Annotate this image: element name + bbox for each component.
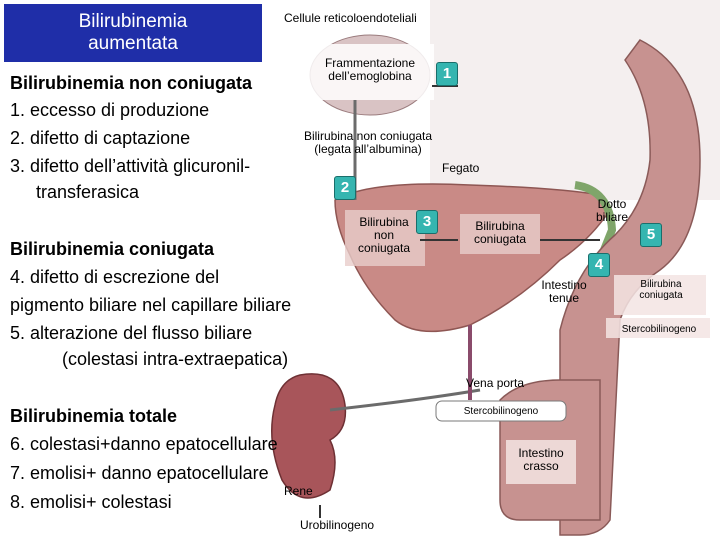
cause-4-line-2: pigmento biliare nel capillare biliare — [10, 295, 292, 315]
right-label-area-2 — [606, 318, 710, 338]
label-large-intestine-line-1: Intestino — [518, 446, 564, 460]
step-badge-1: 1 — [436, 62, 458, 86]
title-box: Bilirubinemia aumentata — [4, 4, 262, 62]
label-bilirubin-conjugated-line-1: Bilirubina — [475, 219, 525, 233]
title-line-2: aumentata — [88, 33, 178, 54]
label-bilirubin-non-conjugated-line-2: non — [373, 228, 395, 242]
label-bilirubin-non-conjugated-line-3: coniugata — [357, 241, 411, 255]
cause-4-line-1: 4. difetto di escrezione del — [10, 267, 220, 287]
cause-3-line-1: 3. difetto dell’attività glicuronil- — [10, 156, 251, 176]
liver-label-area-right — [460, 214, 540, 254]
right-label-area-1 — [614, 275, 706, 315]
kidney-shape — [271, 373, 347, 499]
cause-6: 6. colestasi+danno epatocellulare — [10, 434, 278, 454]
step-badge-5: 5 — [640, 223, 662, 247]
cause-8: 8. emolisi+ colestasi — [10, 492, 172, 512]
label-large-intestine: Intestino crasso — [508, 447, 574, 473]
bile-duct-shape — [574, 181, 617, 252]
conjugated-heading: Bilirubinemia coniugata — [10, 239, 215, 259]
cause-1: 1. eccesso di produzione — [10, 100, 210, 120]
label-bilirubin-conjugated-right-line-1: Bilirubina — [640, 279, 682, 290]
cause-2: 2. difetto di captazione — [10, 128, 191, 148]
large-intestine-label-area — [506, 440, 576, 484]
cause-5-line-1: 5. alterazione del flusso biliare — [10, 323, 253, 343]
label-bilirubin-unconjugated-line-1: Bilirubina non coniugata — [303, 129, 433, 143]
title-line-1: Bilirubinemia — [78, 11, 188, 32]
label-bile-duct-line-2: biliare — [595, 210, 628, 224]
label-bilirubin-non-conjugated-line-1: Bilirubina — [359, 215, 409, 229]
label-liver: Fegato — [442, 161, 480, 175]
step-badge-2: 2 — [334, 176, 356, 200]
label-urobilinogen: Urobilinogeno — [300, 518, 375, 532]
vessel-to-kidney — [329, 388, 481, 412]
label-portal-vein: Vena porta — [466, 376, 525, 390]
label-kidney: Rene — [284, 484, 313, 498]
label-fragmentation: Frammentazione dell’emoglobina — [312, 57, 428, 83]
cause-5-line-2: (colestasi intra-extraepatica) — [62, 349, 289, 369]
label-stercobilinogen-right: Stercobilinogeno — [621, 324, 697, 335]
label-small-intestine-line-2: tenue — [548, 291, 580, 305]
label-fragmentation-line-1: Frammentazione — [324, 56, 416, 70]
fragmentation-label-bg — [308, 44, 434, 100]
label-bilirubin-conjugated-right-line-2: coniugata — [639, 290, 683, 301]
cause-3-line-2: transferasica — [36, 182, 140, 202]
label-bilirubin-unconjugated: Bilirubina non coniugata (legata all’alb… — [286, 130, 450, 156]
label-large-intestine-line-2: crasso — [523, 459, 559, 473]
label-bilirubin-conjugated: Bilirubina coniugata — [462, 220, 538, 246]
stercobilinogen-pill — [435, 400, 567, 422]
label-bilirubin-conjugated-right: Bilirubina coniugata — [626, 279, 696, 301]
label-bile-duct-line-1: Dotto — [597, 197, 627, 211]
cause-7: 7. emolisi+ danno epatocellulare — [10, 463, 269, 483]
label-stercobilinogen-center: Stercobilinogeno — [463, 406, 539, 417]
label-bilirubin-non-conjugated: Bilirubina non coniugata — [348, 216, 420, 255]
label-bilirubin-conjugated-line-2: coniugata — [473, 232, 527, 246]
step-badge-4: 4 — [588, 253, 610, 277]
label-bile-duct: Dotto biliare — [590, 198, 634, 224]
liver-label-area-left — [345, 210, 425, 266]
unconjugated-heading: Bilirubinemia non coniugata — [10, 73, 253, 93]
label-fragmentation-line-2: dell’emoglobina — [328, 69, 412, 83]
label-bilirubin-unconjugated-line-2: (legata all’albumina) — [314, 142, 422, 156]
label-small-intestine-line-1: Intestino — [541, 278, 587, 292]
label-reticuloendothelial: Cellule reticoloendoteliali — [284, 11, 417, 25]
total-heading: Bilirubinemia totale — [10, 406, 178, 426]
step-badge-3: 3 — [416, 210, 438, 234]
label-small-intestine: Intestino tenue — [532, 279, 596, 305]
